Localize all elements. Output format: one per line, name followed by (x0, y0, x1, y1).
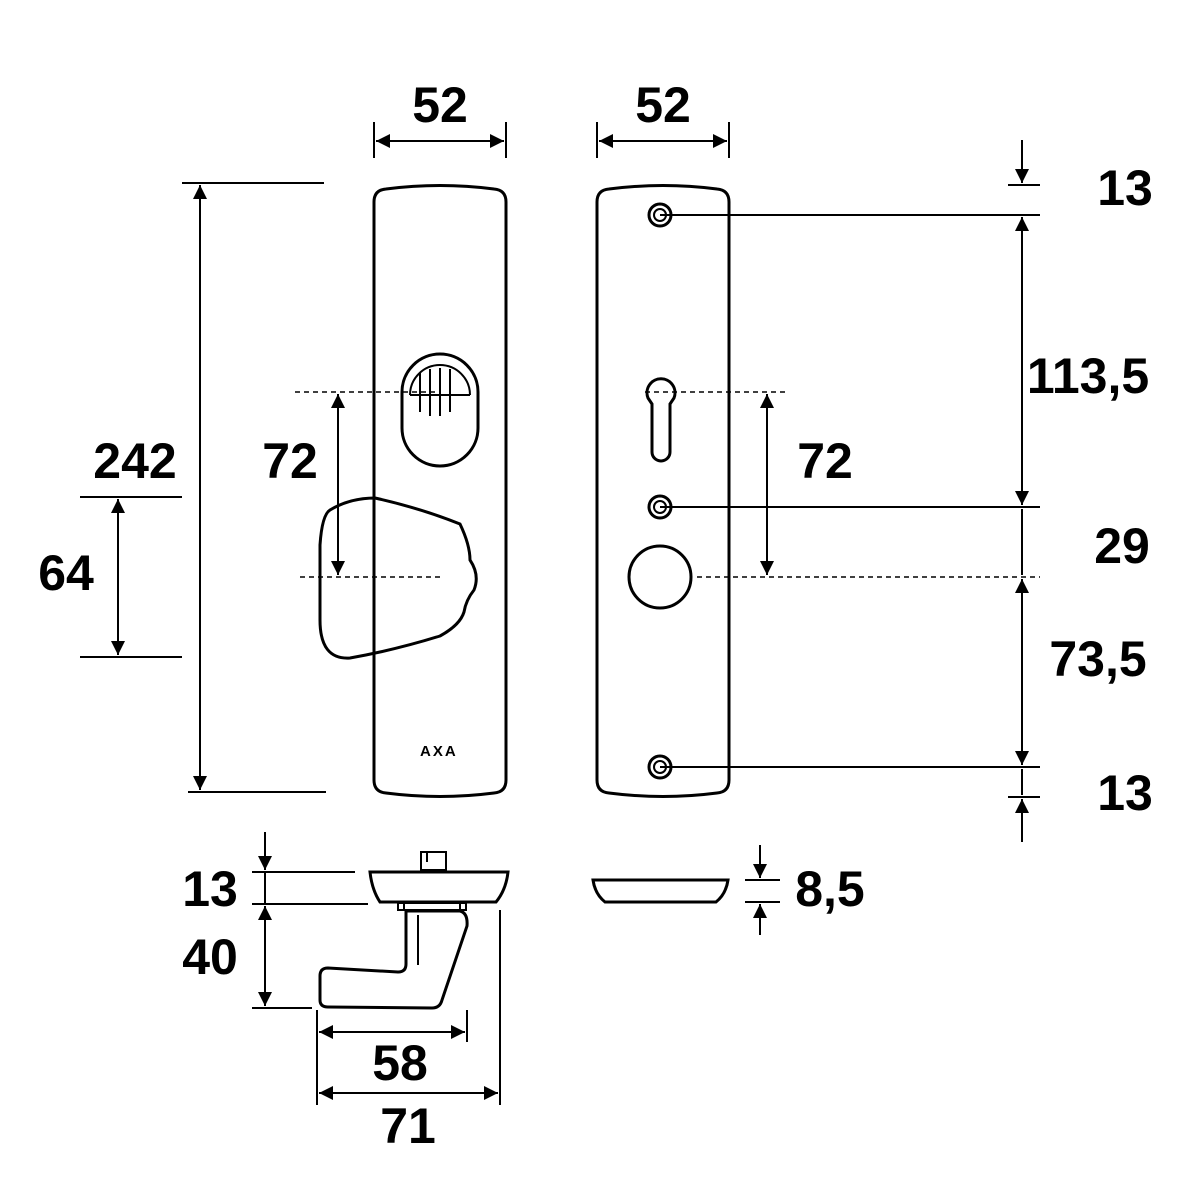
screw-to-spindle-label: 29 (1094, 518, 1150, 574)
handle-total-length-label: 71 (380, 1098, 436, 1154)
spindle-to-bottom-screw-label: 73,5 (1049, 631, 1146, 687)
total-height-label: 242 (93, 433, 176, 489)
handle-length-label: 58 (372, 1035, 428, 1091)
back-width-label: 52 (635, 77, 691, 133)
front-width-dimension: 52 (373, 77, 507, 158)
screw-to-screw-label: 113,5 (1027, 348, 1149, 404)
front-handle-knob (318, 496, 478, 660)
brand-logo: AXA (420, 743, 458, 760)
handle-projection-label: 40 (182, 929, 238, 985)
front-center-dimension: 72 (262, 391, 440, 578)
screw-spacing-dimensions: 13 113,5 29 73,5 13 (660, 140, 1153, 842)
back-plate-thickness-dimension: 8,5 (745, 845, 865, 935)
cylinder-guard (400, 352, 480, 468)
back-plate-side-view (591, 878, 730, 904)
front-width-label: 52 (412, 77, 468, 133)
bottom-screw-offset-label: 13 (1097, 765, 1153, 821)
handle-length-dimensions: 58 71 (316, 910, 501, 1154)
handle-height-label: 64 (38, 545, 94, 601)
top-screw-offset-label: 13 (1097, 160, 1153, 216)
back-center-dimension: 72 (645, 391, 853, 575)
rose-thickness-label: 13 (182, 861, 238, 917)
front-center-label: 72 (262, 433, 318, 489)
spindle-hole (627, 544, 693, 610)
handle-height-dimension: 64 (38, 496, 182, 658)
handle-projection-dimension: 40 (182, 906, 312, 1009)
handle-side-view (318, 851, 510, 1010)
back-center-label: 72 (797, 433, 853, 489)
back-plate (595, 184, 731, 798)
back-width-dimension: 52 (596, 77, 730, 158)
rose-thickness-dimension: 13 (182, 832, 368, 917)
front-plate: AXA (318, 184, 508, 798)
total-height-dimension: 242 (93, 182, 326, 793)
keyhole-cutout (645, 377, 677, 463)
back-plate-thickness-label: 8,5 (795, 861, 865, 917)
